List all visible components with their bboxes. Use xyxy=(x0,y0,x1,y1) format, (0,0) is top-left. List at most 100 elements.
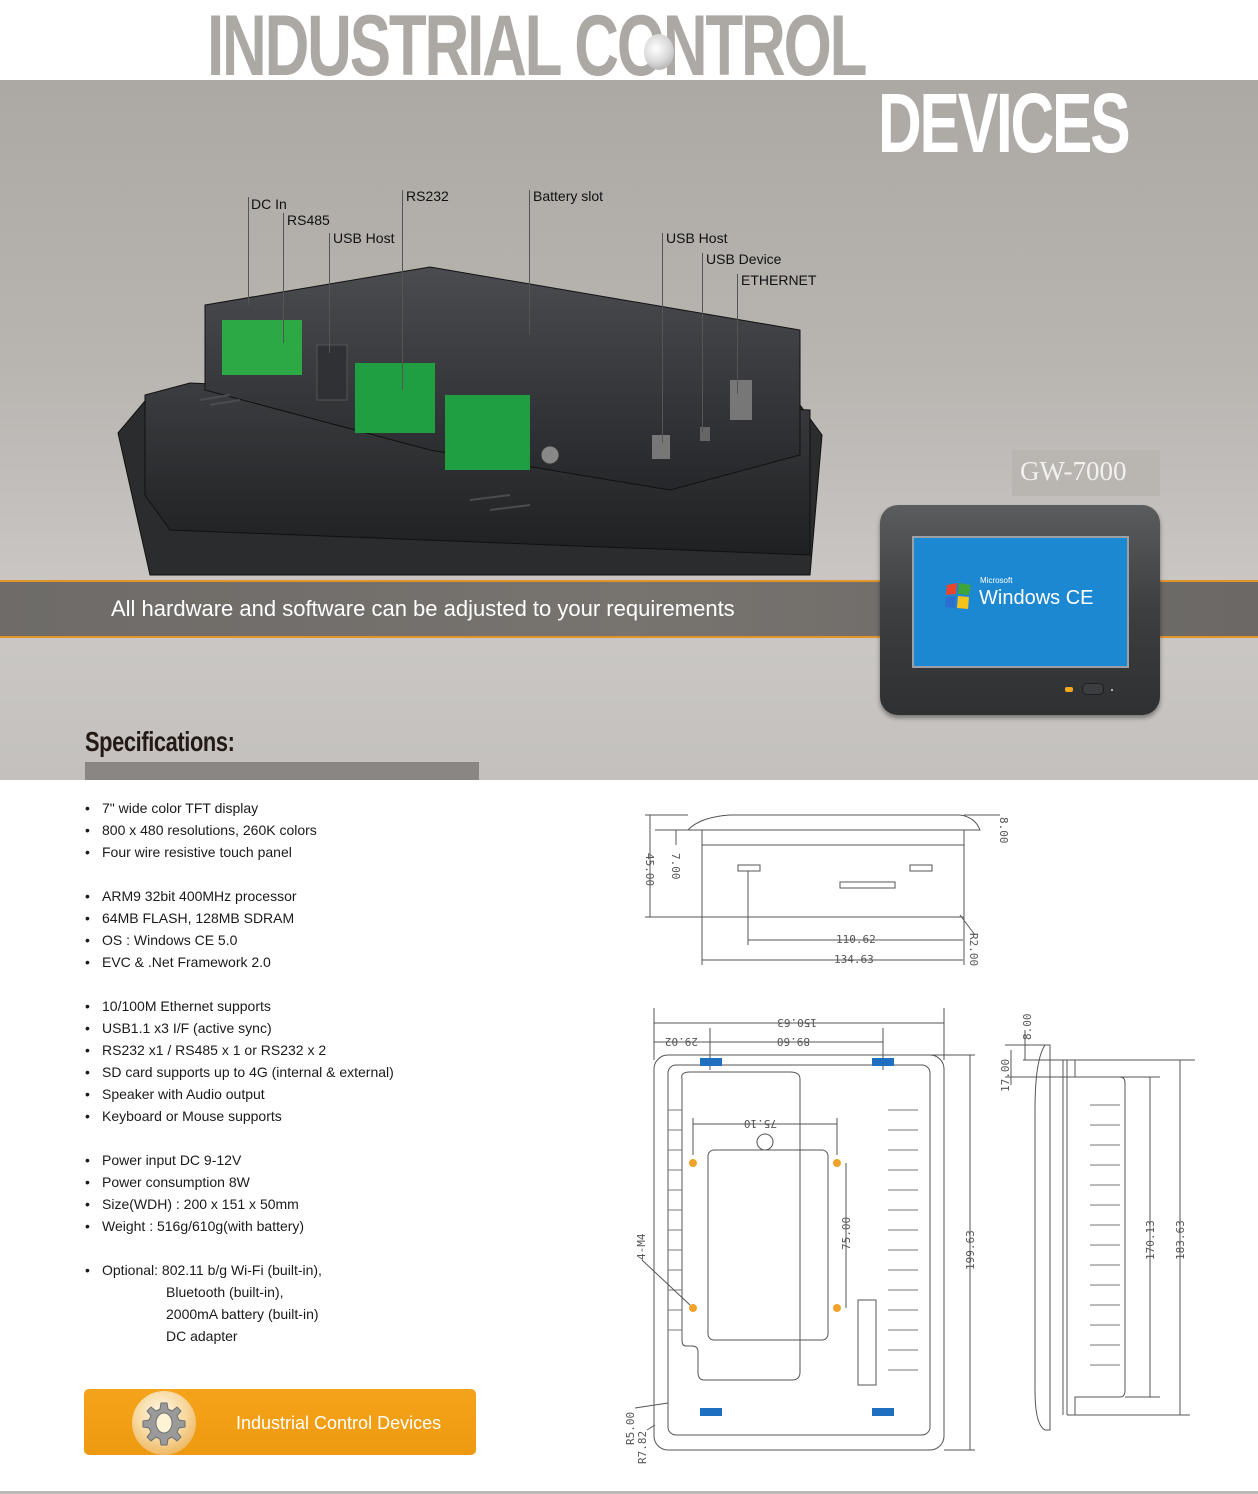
bullet-icon: • xyxy=(85,910,90,926)
power-led xyxy=(1065,687,1073,692)
spec-list: • 7" wide color TFT display • 800 x 480 res… xyxy=(85,800,565,1360)
spec-text: 7" wide color TFT display xyxy=(102,800,259,816)
dim-7: 7.00 xyxy=(669,853,682,880)
dim-134: 134.63 xyxy=(834,953,874,966)
spec-text: SD card supports up to 4G (internal & ex… xyxy=(102,1064,394,1080)
rs232-port-2 xyxy=(445,395,530,470)
bullet-icon: • xyxy=(85,1086,90,1102)
windows-logo-icon xyxy=(945,583,971,609)
bullet-icon: • xyxy=(85,1196,90,1212)
ethernet-port xyxy=(730,380,752,420)
dim-side-8: 8.00 xyxy=(1021,1014,1034,1041)
power-button[interactable] xyxy=(1082,683,1104,695)
bullet-icon: • xyxy=(85,1152,90,1168)
spec-text: Weight : 516g/610g(with battery) xyxy=(102,1218,305,1234)
microsoft-label: Microsoft xyxy=(980,576,1013,585)
front-view-drawing: 150.63 29.02 89.60 75.10 75.00 199.63 4-… xyxy=(624,1008,977,1464)
bullet-icon: • xyxy=(85,1042,90,1058)
dim-8: 8.00 xyxy=(997,817,1010,844)
spec-text: Power consumption 8W xyxy=(102,1174,250,1190)
spec-text: Keyboard or Mouse supports xyxy=(102,1108,282,1124)
callout-dc-in: DC In xyxy=(251,196,287,212)
terminal-block xyxy=(222,320,302,375)
spec-optional-line: 2000mA battery (built-in) xyxy=(166,1306,319,1322)
callout-line xyxy=(529,190,530,335)
spec-text: Size(WDH) : 200 x 151 x 50mm xyxy=(102,1196,299,1212)
bullet-icon: • xyxy=(85,1020,90,1036)
spec-optional-line: DC adapter xyxy=(166,1328,238,1344)
dim-75h: 75.10 xyxy=(744,1117,777,1130)
callout-line xyxy=(702,253,703,433)
model-name: GW-7000 xyxy=(1020,456,1127,486)
dim-r5: R5.00 xyxy=(624,1412,637,1445)
mount-hole xyxy=(833,1304,841,1312)
bullet-icon: • xyxy=(85,1218,90,1234)
footer-button-label: Industrial Control Devices xyxy=(236,1413,442,1433)
callout-line xyxy=(248,197,249,305)
spec-text: Power input DC 9-12V xyxy=(102,1152,242,1168)
dim-side-170: 170.13 xyxy=(1144,1220,1157,1260)
bullet-icon: • xyxy=(85,1262,90,1278)
model-label-box xyxy=(1012,450,1160,496)
bullet-icon: • xyxy=(85,1174,90,1190)
bullet-icon: • xyxy=(85,998,90,1014)
usb-host-port xyxy=(652,435,670,459)
dim-110: 110.62 xyxy=(836,933,876,946)
spec-text: 64MB FLASH, 128MB SDRAM xyxy=(102,910,295,926)
callout-ethernet: ETHERNET xyxy=(741,272,817,288)
callout-line xyxy=(283,213,284,343)
callout-line xyxy=(329,233,330,353)
spec-text: 800 x 480 resolutions, 260K colors xyxy=(102,822,317,838)
specifications-title: Specifications: xyxy=(85,726,235,757)
title-line1: INDUSTRIAL CONTROL xyxy=(207,0,867,94)
spec-optional-line: Bluetooth (built-in), xyxy=(166,1284,284,1300)
upper-box xyxy=(204,266,801,491)
gear-icon xyxy=(142,1402,186,1446)
callout-usb-device: USB Device xyxy=(706,251,782,267)
rs232-port-1 xyxy=(355,363,435,433)
usb-device-port xyxy=(700,427,710,441)
mount-hole xyxy=(689,1304,697,1312)
spec-text: 10/100M Ethernet supports xyxy=(102,998,271,1014)
vents xyxy=(199,394,531,511)
usb-host-left-port xyxy=(316,344,348,401)
callout-rs232: RS232 xyxy=(406,188,449,204)
device-back-image xyxy=(117,266,823,576)
callout-rs485: RS485 xyxy=(287,212,330,228)
dim-89: 89.60 xyxy=(777,1035,810,1048)
spec-text: Four wire resistive touch panel xyxy=(102,844,292,860)
specifications-underbar xyxy=(85,762,479,780)
dim-29: 29.02 xyxy=(665,1035,698,1048)
label-4-m4: 4-M4 xyxy=(635,1233,648,1260)
bullet-icon: • xyxy=(85,954,90,970)
bottom-rule xyxy=(0,1491,1258,1494)
spec-optional-label: Optional: 802.11 b/g Wi-Fi (built-in), xyxy=(102,1262,322,1278)
title-line2: DEVICES xyxy=(878,76,1131,170)
dim-45: 45.00 xyxy=(643,853,656,886)
mount-hole xyxy=(689,1159,697,1167)
side-view-drawing: 8.00 17.00 170.13 183.63 xyxy=(999,1014,1195,1431)
mount-clip xyxy=(872,1058,894,1066)
spec-text: OS : Windows CE 5.0 xyxy=(102,932,238,948)
spec-text: ARM9 32bit 400MHz processor xyxy=(102,888,297,904)
mount-hole xyxy=(833,1159,841,1167)
spec-text: EVC & .Net Framework 2.0 xyxy=(102,954,271,970)
bullet-icon: • xyxy=(85,1108,90,1124)
spec-text: Speaker with Audio output xyxy=(102,1086,265,1102)
callout-line xyxy=(402,190,403,390)
mount-clip xyxy=(700,1058,722,1066)
bullet-icon: • xyxy=(85,888,90,904)
dim-150: 150.63 xyxy=(777,1016,817,1029)
bullet-icon: • xyxy=(85,932,90,948)
top-view-drawing: 45.00 7.00 8.00 110.62 134.63 R2.00 xyxy=(643,814,1010,966)
mount-clip xyxy=(700,1408,722,1416)
dim-r2: R2.00 xyxy=(967,933,980,966)
callout-line xyxy=(662,233,663,443)
slogan-text: All hardware and software can be adjuste… xyxy=(111,596,735,621)
dim-side-183: 183.63 xyxy=(1174,1220,1187,1260)
callout-usb-host-left: USB Host xyxy=(333,230,395,246)
spec-text: USB1.1 x3 I/F (active sync) xyxy=(102,1020,272,1036)
sensor-dot xyxy=(1111,689,1113,691)
mount-clip xyxy=(872,1408,894,1416)
dim-side-17: 17.00 xyxy=(999,1059,1012,1092)
